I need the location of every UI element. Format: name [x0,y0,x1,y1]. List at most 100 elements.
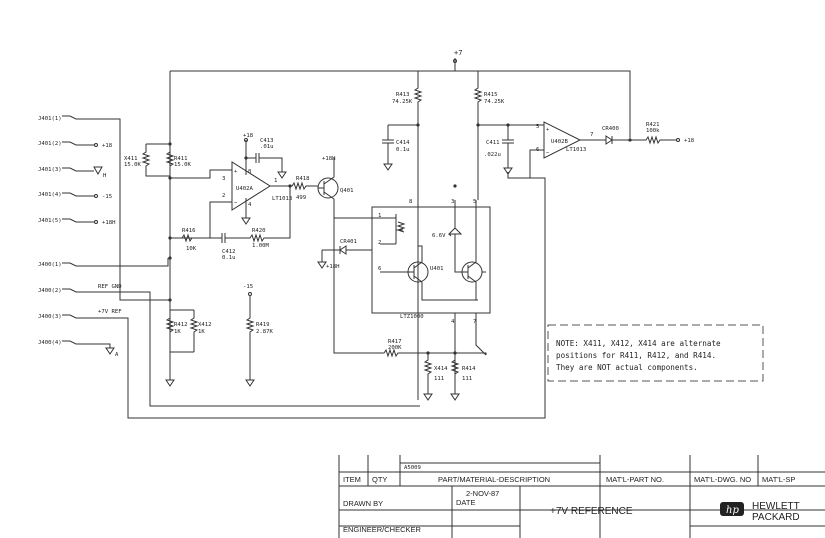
svg-text:.022u: .022u [484,152,501,158]
svg-text:111: 111 [434,376,444,382]
svg-text:R417: R417 [388,339,401,345]
svg-text:3: 3 [451,199,454,205]
svg-text:7: 7 [473,319,476,325]
svg-text:R412: R412 [174,322,187,328]
svg-text:R421: R421 [646,122,659,128]
svg-text:6.6V: 6.6V [432,233,446,239]
ic-u401-ltz1000: LTZ1000 1 2 6 8 3 5 4 7 6.6V U401 [333,199,491,394]
svg-text:6: 6 [378,266,381,272]
svg-text:+18: +18 [684,138,695,144]
svg-text:+7V REFERENCE: +7V REFERENCE [550,506,633,517]
opamp-u402a: + − U402A LT1013 3 2 8 4 1 +18 [170,133,292,239]
connector-j401-4: J401(4) -15 [38,192,112,200]
svg-text:J401(1): J401(1) [38,116,62,122]
svg-text:+18: +18 [102,143,113,149]
svg-text:MAT'L-SP: MAT'L-SP [762,475,795,484]
svg-text:DRAWN BY: DRAWN BY [343,499,383,508]
svg-text:4: 4 [248,202,252,208]
svg-text:Q401: Q401 [340,188,353,194]
wire-j401-1 [119,126,170,301]
svg-text:ENGINEER/CHECKER: ENGINEER/CHECKER [343,525,422,534]
svg-text:R420: R420 [252,228,265,234]
hp-logo-icon: hp [720,502,744,516]
connector-j401-2: J401(2) +18 [38,141,113,149]
svg-text:5: 5 [536,124,539,130]
resistor-r420: R420 1.00M [225,186,291,249]
svg-text:U402A: U402A [236,186,253,192]
svg-text:J401(2): J401(2) [38,141,62,147]
svg-text:−: − [234,200,238,206]
svg-text:1K: 1K [174,329,181,335]
wire-top-rail [170,58,456,72]
svg-text:NOTE: X411, X412, X414 are alt: NOTE: X411, X412, X414 are alternate [556,339,721,348]
rail-plus7-terminal [453,59,457,63]
svg-text:R416: R416 [182,228,195,234]
capacitor-c412: C412 0.1u [212,233,235,261]
svg-text:0.1u: 0.1u [396,147,409,153]
svg-text:2.87K: 2.87K [256,329,273,335]
company-name-line1: HEWLETT [752,501,800,512]
junction-dots [168,123,632,355]
wire-top-rail-right [455,70,631,138]
svg-text:J401(3): J401(3) [38,167,62,173]
connector-j400-4: J400(4) A [38,340,119,358]
svg-text:C412: C412 [222,249,235,255]
svg-text:J401(5): J401(5) [38,218,62,224]
svg-text:10K: 10K [186,246,197,252]
connector-j401-1: J401(1) [38,115,121,126]
resistor-r413: R413 74.25K [392,71,423,400]
svg-text:hp: hp [726,505,739,516]
svg-text:R411: R411 [174,156,187,162]
svg-text:J400(4): J400(4) [38,340,62,346]
resistor-r419: -15 R419 2.87K [243,284,273,387]
title-block: A5009 ITEM QTY PART/MATERIAL-DESCRIPTION… [338,455,825,538]
capacitor-c414: C414 0.1u [382,124,418,171]
opamp-u402b: + − U402B LT1013 5 6 7 [529,121,593,178]
svg-text:J401(4): J401(4) [38,192,62,198]
svg-text:-15: -15 [102,194,112,200]
svg-text:+18: +18 [243,133,254,139]
svg-text:7: 7 [590,132,593,138]
connector-j401-3: J401(3) H [38,166,106,179]
svg-text:.01u: .01u [260,144,273,150]
svg-text:U401: U401 [430,266,443,272]
svg-text:100k: 100k [646,128,660,134]
svg-text:0.1u: 0.1u [222,255,235,261]
svg-text:PART/MATERIAL-DESCRIPTION: PART/MATERIAL-DESCRIPTION [438,475,550,484]
svg-text:1.00M: 1.00M [252,243,269,249]
svg-text:MAT'L-DWG. NO: MAT'L-DWG. NO [694,475,751,484]
svg-text:8: 8 [248,169,252,175]
svg-text:3: 3 [222,176,225,182]
svg-text:LT1013: LT1013 [272,196,292,202]
svg-text:DATE: DATE [456,498,475,507]
resistor-r417: R417 200K [333,212,487,358]
svg-text:J400(1): J400(1) [38,262,62,268]
svg-text:+: + [234,169,238,175]
svg-text:15.0K: 15.0K [124,162,141,168]
svg-text:CR400: CR400 [602,126,619,132]
diode-cr401: +18H CR401 [317,239,372,270]
svg-text:U402B: U402B [551,139,568,145]
resistor-r418: R418 499 [270,176,318,201]
svg-text:-15: -15 [243,284,253,290]
svg-text:A: A [115,352,119,358]
diode-cr400: CR400 [580,126,640,145]
connector-j401-5: J401(5) +18H [38,218,115,226]
svg-text:15.0K: 15.0K [174,162,191,168]
rail-plus7-label: +7 [454,49,462,57]
svg-text:X414: X414 [434,366,448,372]
svg-text:+7V REF: +7V REF [98,309,122,315]
svg-text:74.25K: 74.25K [484,99,505,105]
resistor-r421: +18 R421 100k [640,122,695,145]
svg-text:positions for R411, R412, and: positions for R411, R412, and R414. [556,351,716,360]
svg-text:R414: R414 [462,366,476,372]
svg-text:−: − [546,150,550,156]
svg-text:C414: C414 [396,140,410,146]
svg-text:8: 8 [409,199,413,205]
svg-text:+18H: +18H [322,156,335,162]
connector-j400-3: J400(3) +7V REF [38,172,546,419]
svg-text:R415: R415 [484,92,497,98]
company-name-line2: PACKARD [752,512,800,523]
svg-text:+: + [546,127,550,133]
resistor-r415: R415 74.25K [473,71,505,200]
